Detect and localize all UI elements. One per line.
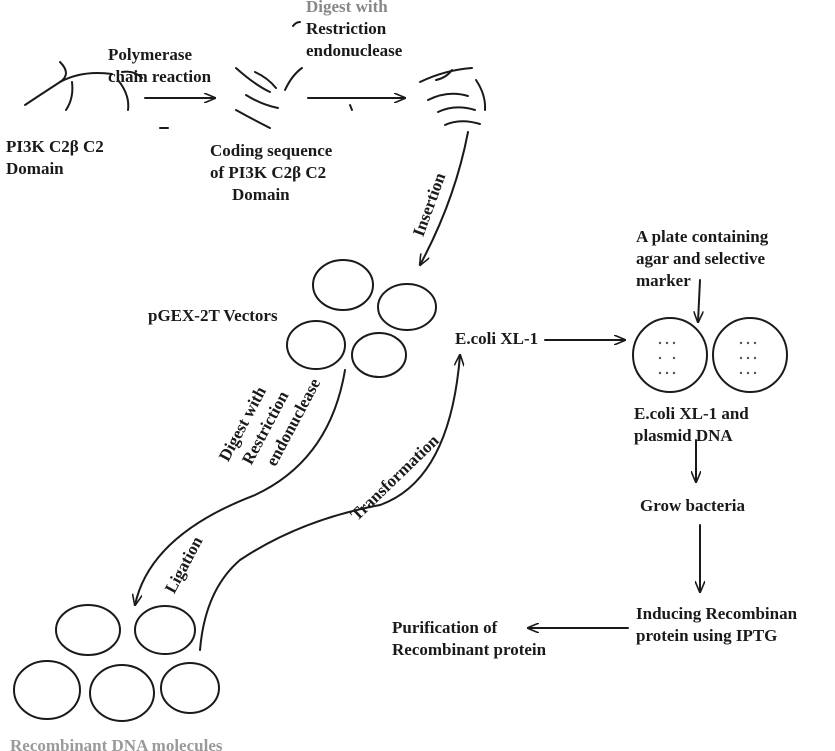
pcr-line-1: Polymerase: [108, 45, 193, 64]
digest-top-line-2: Restriction: [306, 19, 387, 38]
coding-sequence-line-3: Domain: [232, 185, 290, 204]
digest-top-line-1: Digest with: [306, 0, 388, 16]
plate-colonies: [658, 341, 757, 375]
plate-circles: [632, 317, 788, 393]
pi3k-domain-line-1: PI3K C2β C2: [6, 137, 104, 156]
coding-sequence-line-1: Coding sequence: [210, 141, 333, 160]
ecoli-plasmid-line-1: E.coli XL-1 and: [634, 404, 749, 423]
ecoli-plasmid-label: E.coli XL-1 and plasmid DNA: [634, 403, 749, 447]
ligation-arrow: [135, 369, 346, 605]
inducing-line-1: Inducing Recombinan: [636, 604, 798, 623]
vectors-label: pGEX-2T Vectors: [148, 305, 278, 327]
digest-top-line-3: endonuclease: [306, 41, 403, 60]
pi3k-domain-strands: [24, 61, 143, 111]
grow-bacteria-text: Grow bacteria: [640, 496, 745, 515]
pcr-line-2: chain reaction: [108, 67, 212, 86]
pcr-label: Polymerase chain reaction: [108, 44, 211, 88]
plate-line-3: marker: [636, 271, 691, 290]
ecoli-label: E.coli XL-1: [455, 328, 538, 350]
vector-circles: [286, 259, 437, 378]
purification-label: Purification of Recombinant protein: [392, 617, 546, 661]
digest-top-label: Digest with Restriction endonuclease: [306, 0, 402, 62]
plate-line-2: agar and selective: [636, 249, 766, 268]
plate-label: A plate containing agar and selective ma…: [636, 226, 768, 292]
pi3k-domain-label: PI3K C2β C2 Domain: [6, 136, 104, 180]
purification-line-2: Recombinant protein: [392, 640, 547, 659]
inducing-line-2: protein using IPTG: [636, 626, 778, 645]
recombinant-circles: [13, 604, 220, 722]
pi3k-domain-line-2: Domain: [6, 159, 64, 178]
coding-sequence-strands: [159, 21, 303, 129]
plate-line-1: A plate containing: [636, 227, 769, 246]
recombinant-molecules-text: Recombinant DNA molecules: [10, 736, 223, 751]
marker-arrow: [698, 279, 700, 322]
ecoli-plasmid-line-2: plasmid DNA: [634, 426, 733, 445]
insertion-arrow: [420, 131, 469, 265]
ecoli-text: E.coli XL-1: [455, 329, 539, 348]
recombinant-molecules-label: Recombinant DNA molecules: [10, 735, 222, 751]
coding-sequence-label: Coding sequence of PI3K C2β C2 Domain: [210, 140, 332, 206]
transformation-arrow: [199, 355, 460, 651]
coding-sequence-line-2: of PI3K C2β C2: [210, 163, 327, 182]
vectors-text: pGEX-2T Vectors: [148, 306, 278, 325]
purification-line-1: Purification of: [392, 618, 498, 637]
inducing-label: Inducing Recombinan protein using IPTG: [636, 603, 797, 647]
digested-strands: [349, 67, 487, 126]
grow-bacteria-label: Grow bacteria: [640, 495, 745, 517]
